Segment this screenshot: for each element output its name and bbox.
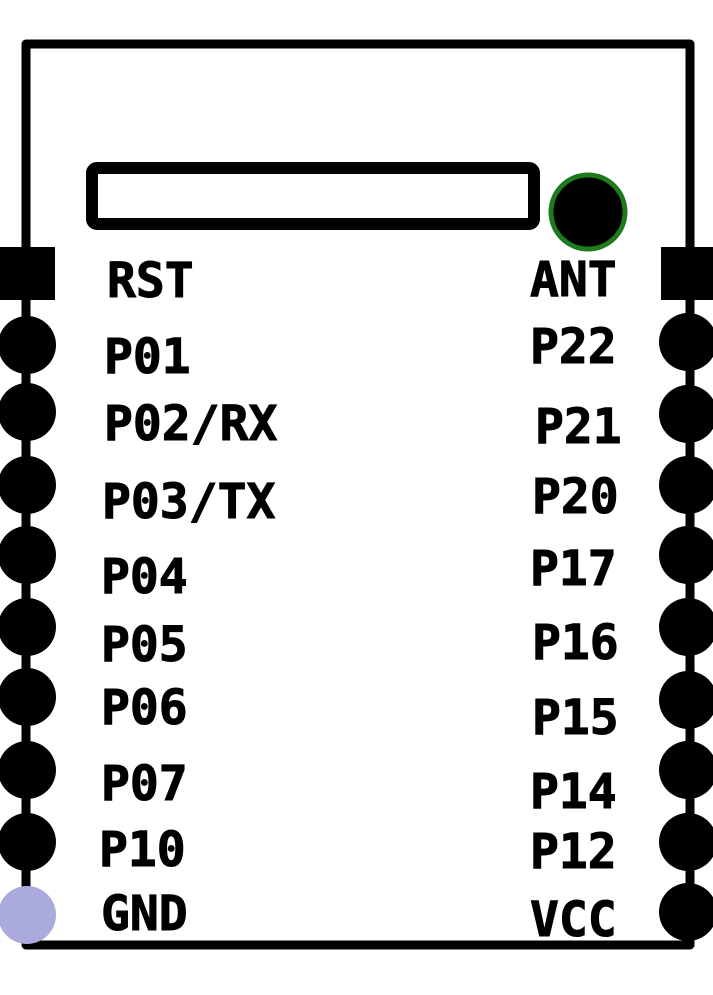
left-pin-label: P02/RX [104,396,277,452]
right-pad-p15 [659,671,713,729]
left-pad-p06 [0,668,56,726]
right-pad-p14 [659,741,713,799]
left-pin-label: GND [101,886,188,942]
left-pad-p10 [0,813,56,871]
antenna-area [86,162,540,230]
left-pin-label: P05 [101,617,188,673]
right-pad-ant [661,247,713,300]
right-pad-vcc [659,883,713,941]
right-pad-p21 [659,385,713,443]
left-pin-label: P07 [101,756,188,812]
left-pin-label: P01 [104,329,191,385]
left-pad-p07 [0,741,56,799]
left-pad-p04 [0,526,56,584]
right-pad-p20 [659,456,713,514]
right-pad-p17 [659,526,713,584]
left-pin-label: P10 [99,822,186,878]
left-pin-label: P04 [101,549,188,605]
right-pad-p16 [659,598,713,656]
left-pin-label: RST [107,253,194,309]
left-pad-p02 [0,383,56,441]
right-pin-label: P20 [532,469,619,525]
left-pad-p03 [0,456,56,514]
right-pin-label: P17 [530,541,617,597]
left-pad-column [0,247,56,944]
right-pin-label: VCC [530,892,617,948]
left-pad-rst [0,247,55,300]
right-pin-label: ANT [530,252,617,308]
left-pad-p05 [0,598,56,656]
right-pad-p12 [659,813,713,871]
right-pin-label: P12 [530,824,617,880]
left-pin-label: P03/TX [102,474,275,530]
right-pin-label: P21 [535,399,622,455]
antenna-pad-icon [548,172,628,252]
right-pin-label: P16 [532,615,619,671]
right-pin-label: P22 [530,319,617,375]
left-pad-p01 [0,316,56,374]
right-pin-label: P14 [530,764,617,820]
right-pin-label: P15 [532,690,619,746]
right-pad-column [659,247,713,941]
left-pin-label: P06 [101,680,188,736]
right-pad-p22 [659,313,713,371]
left-pad-gnd [0,886,56,944]
